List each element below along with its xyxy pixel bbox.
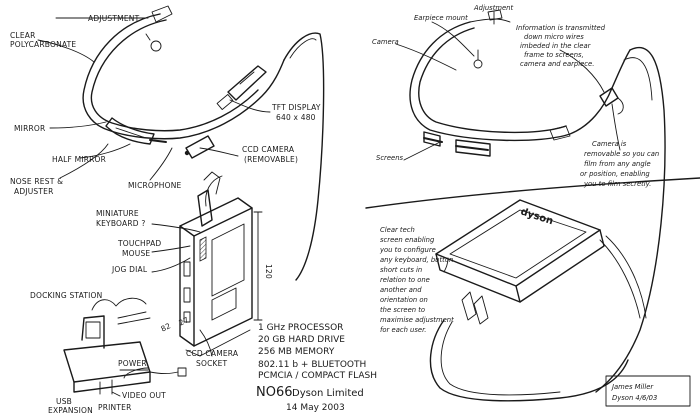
label-dim-width: 82 [159,321,172,333]
note-transmitted-line: imbeded in the clear [520,42,592,50]
note-transmitted: Information is transmitted down micro wi… [516,24,606,68]
label-microphone: MICROPHONE [128,181,182,190]
note-camera-line: or position, enabling [580,170,650,178]
spec-hard-drive: 20 GB HARD DRIVE [258,335,345,345]
headset-frame [82,5,325,281]
note-clear-tech-line: relation to one [380,276,430,284]
note-transmitted-line: down micro wires [524,33,584,41]
note-clear-tech-line: you to configure [379,246,436,254]
note-camera-line: Camera is [592,140,627,148]
note-clear-tech-line: screen enabling [380,236,435,244]
label-expansion: EXPANSION [48,406,93,415]
label-polycarbonate: POLYCARBONATE [10,40,76,49]
tft-display-unit [216,65,267,111]
note-camera: Camera is removable so you can film from… [580,140,659,188]
note-clear-tech-line: for each user. [380,326,426,334]
spec-card-slots: PCMCIA / COMPACT FLASH [258,371,377,381]
docking-station [63,297,187,395]
label-docking-station: DOCKING STATION [30,291,102,300]
signature-company-date: Dyson 4/6/03 [612,394,657,402]
label-touchpad: TOUCHPAD [117,239,161,248]
label-socket: SOCKET [196,359,228,368]
label-dim-height: 120 [264,264,273,279]
ccd-camera [184,135,215,159]
spec-wireless: 802.11 b + BLUETOOTH [258,360,366,370]
note-camera-line: film from any angle [584,160,651,168]
note-clear-tech-line: maximise adjustment [380,316,454,324]
note-clear-tech-line: any keyboard, button [380,256,453,264]
spec-list: 1 GHz PROCESSOR 20 GB HARD DRIVE 256 MB … [256,323,377,413]
note-clear-tech-line: another and [380,286,422,294]
footer-company: Dyson Limited [292,388,364,399]
label-right-camera: Camera [372,38,399,46]
note-camera-line: you to film secretly. [583,180,651,188]
label-video-out: VIDEO OUT [122,391,166,400]
label-ccd-camera: CCD CAMERA [242,145,295,154]
label-mirror: MIRROR [14,124,45,133]
label-tft-display: TFT DISPLAY [271,103,321,112]
label-nose-rest: NOSE REST & [10,177,63,186]
label-printer: PRINTER [98,403,132,412]
right-leader-lines [395,11,621,273]
left-leader-lines [37,17,271,397]
label-clear: CLEAR [10,31,36,40]
tablet-cables [429,235,647,402]
drawing-code: NO66 [256,385,293,400]
note-camera-line: removable so you can [584,150,659,158]
label-dim-depth: 27 [177,315,190,327]
note-transmitted-line: Information is transmitted [516,24,606,32]
note-transmitted-line: frame to screens, [524,51,584,59]
dyson-tablet: dyson [435,199,605,325]
desk-edge [365,177,700,209]
right-sketch: dyson Earpiece mount Adjustment Camera S… [365,4,700,407]
note-clear-tech-line: the screen to [380,306,425,314]
spec-memory: 256 MB MEMORY [258,347,335,357]
label-earpiece-mount: Earpiece mount [414,14,468,22]
spec-processor: 1 GHz PROCESSOR [258,323,343,333]
label-ccd-socket: CCD CAMERA [186,349,239,358]
label-mouse: MOUSE [122,249,150,258]
label-adjuster: ADJUSTER [14,187,54,196]
label-tft-resolution: 640 x 480 [276,113,316,122]
note-clear-tech-line: orientation on [380,296,428,304]
label-miniature: MINIATURE [96,209,139,218]
label-right-adjustment: Adjustment [473,4,513,12]
mirror-lenses [105,117,167,145]
label-ccd-removable: (REMOVABLE) [244,155,298,164]
label-keyboard: KEYBOARD ? [96,219,146,228]
dimension-lines [185,211,263,357]
note-clear-tech: Clear tech screen enabling you to config… [379,226,454,334]
note-clear-tech-line: short cuts in [380,266,422,274]
footer-date: 14 May 2003 [286,403,345,413]
left-sketch: ADJUSTMENT CLEAR POLYCARBONATE TFT DISPL… [10,5,377,415]
label-half-mirror: HALF MIRROR [52,155,106,164]
label-jog-dial: JOG DIAL [111,265,148,274]
label-usb: USB [56,397,72,406]
label-adjustment: ADJUSTMENT [88,14,140,23]
label-screens: Screens [376,154,404,162]
pocket-computer [179,171,253,347]
note-clear-tech-line: Clear tech [380,226,415,234]
signature-name: James Miller [610,383,654,391]
note-transmitted-line: camera and earpiece. [520,60,594,68]
signature-box: James Miller Dyson 4/6/03 [605,375,691,407]
tablet-brand: dyson [519,206,554,227]
label-power: POWER [118,359,147,368]
